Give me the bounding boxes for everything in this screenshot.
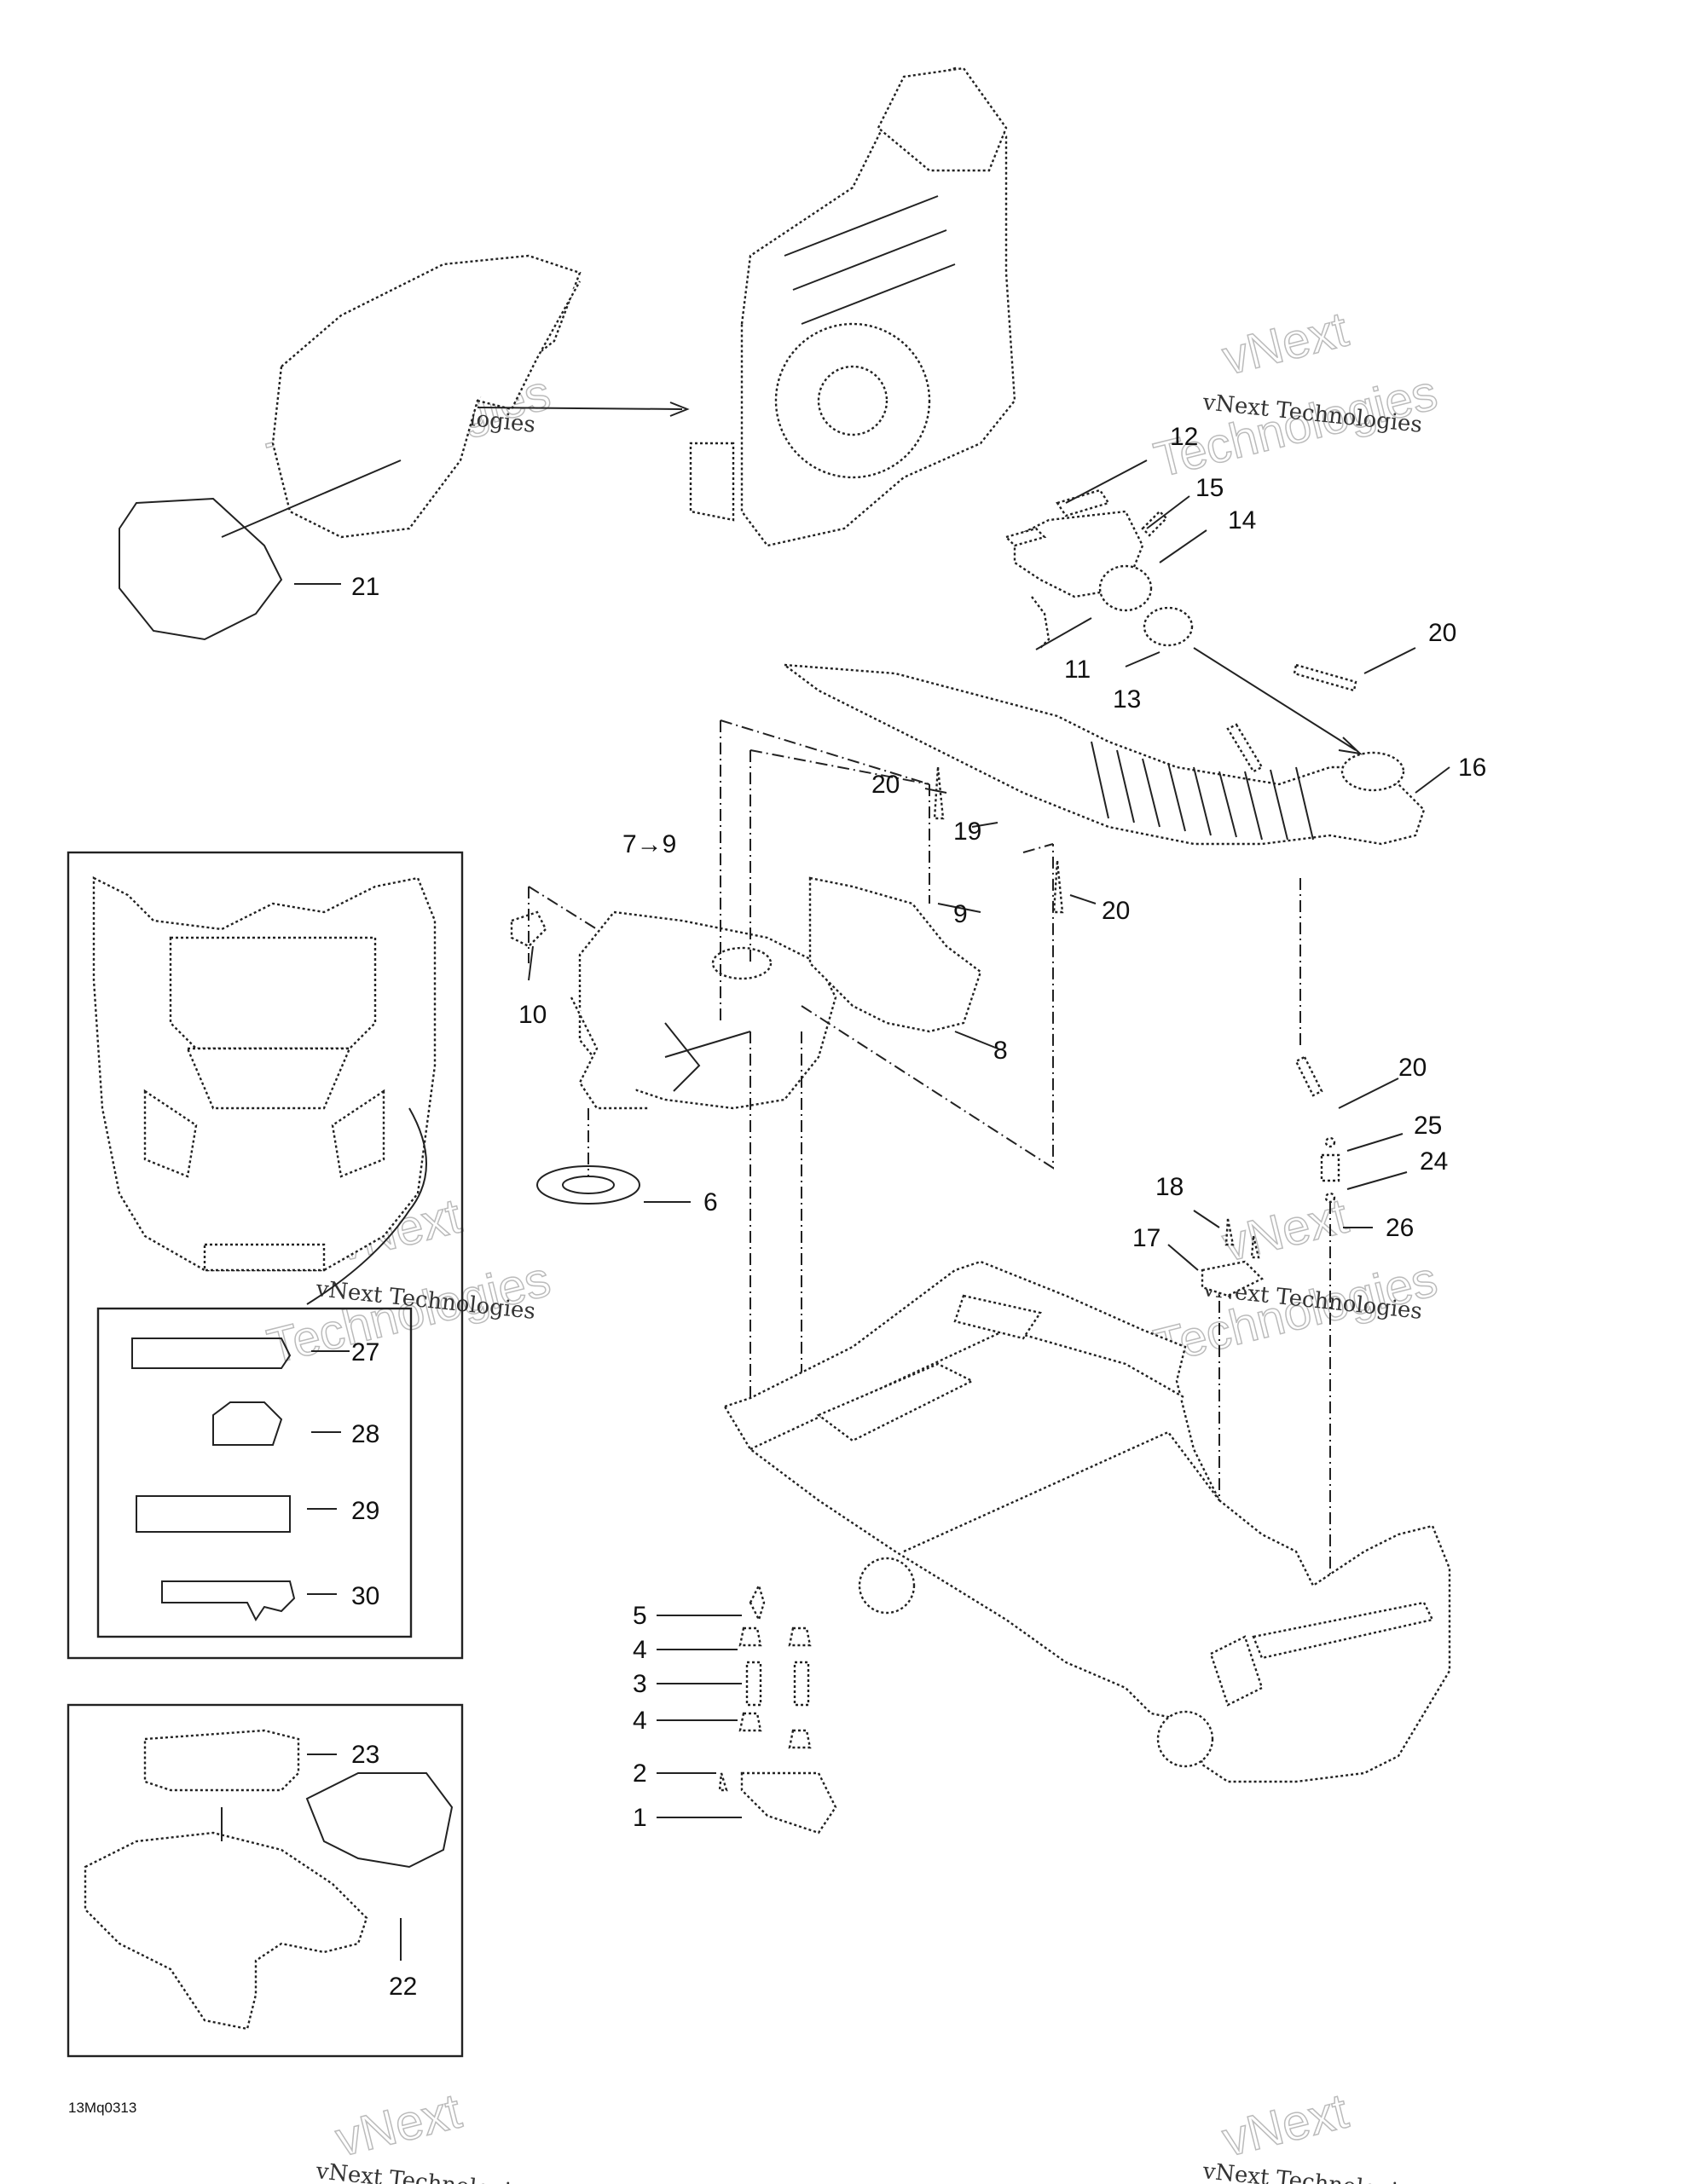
callout-17: 17 [1132,1224,1160,1252]
inset-panel-hood [67,851,464,1660]
callout-21: 21 [351,573,379,601]
callout-3: 3 [633,1670,647,1698]
svg-text:vNext Technologies: vNext Technologies [314,2158,536,2184]
callout-8: 8 [993,1037,1008,1065]
callout-19: 19 [953,818,981,846]
callout-4-lower: 4 [633,1707,647,1735]
tuned-pipe-16 [780,663,1426,846]
callout-22: 22 [389,1973,417,2001]
callout-26: 26 [1386,1214,1414,1242]
exhaust-manifold-assembly [1004,488,1194,649]
callout-10: 10 [518,1001,547,1029]
callout-27: 27 [351,1338,379,1366]
callout-20-lower: 20 [1398,1054,1427,1082]
fasteners-24-25-26 [1320,1136,1340,1204]
callout-9: 9 [953,900,968,928]
inset-panel-bellypan [67,1703,464,2058]
callout-leaders [221,459,1450,1961]
callout-24: 24 [1420,1147,1448,1176]
watermark-bottom-left: vNext vNext Technologies [314,2083,536,2184]
callout-20-top-right: 20 [1428,619,1456,647]
heat-shield-8 [808,876,982,1033]
callout-11: 11 [1064,656,1091,684]
callout-5: 5 [633,1602,647,1630]
callout-23: 23 [351,1741,379,1769]
hood-illustration [92,876,437,1305]
callout-4-upper: 4 [633,1636,647,1664]
leader-21-to-guard [221,459,402,538]
callout-25: 25 [1414,1112,1442,1140]
svg-text:vNext Technologies: vNext Technologies [1201,2158,1423,2184]
callout-2: 2 [633,1759,647,1788]
heat-shield-21 [119,497,283,641]
callout-12: 12 [1170,423,1198,451]
svg-text:vNext: vNext [330,2083,466,2168]
callout-28: 28 [351,1420,379,1448]
decals-27-30 [131,1338,296,1621]
svg-text:vNext: vNext [1217,2083,1353,2168]
callout-6: 6 [703,1188,718,1216]
callout-30: 30 [351,1582,379,1610]
figure-code: 13Mq0313 [68,2100,136,2116]
rubber-mount-10 [510,910,547,948]
callout-15: 15 [1195,474,1224,502]
inset-subpanel-decals [96,1307,413,1638]
callout-16: 16 [1458,754,1486,782]
arrow-13-to-pipe [1193,647,1363,755]
chassis-frame [723,1260,1451,1783]
callout-14: 14 [1228,506,1256,534]
bellypan-illustration [84,1729,454,2031]
callout-13: 13 [1113,685,1141,714]
svg-text:vNext: vNext [1217,302,1353,386]
engine-illustration [689,66,1016,547]
callout-1: 1 [633,1804,647,1832]
watermark-bottom-right: vNext vNext Technologies [1201,2083,1423,2184]
screws-18 [1224,1218,1260,1259]
belt-guard-illustration [271,254,582,539]
callout-20-mid: 20 [871,771,900,799]
arrow-guard-to-engine [477,402,690,417]
callout-7-9: 7→9 [622,830,676,858]
callout-labels: 1 2 3 4 4 5 6 7→9 8 9 10 11 12 13 14 15 … [351,423,1486,2001]
exhaust-springs-20 [933,663,1357,1097]
grommet-6 [535,1165,641,1205]
callout-18: 18 [1155,1173,1184,1201]
callout-29: 29 [351,1497,379,1525]
callout-20-right: 20 [1102,897,1130,925]
engine-mount-assembly [718,1582,837,1834]
watermark-top-right: vNext Technologies vNext Technologies [1149,301,1444,488]
silencer-7 [570,910,837,1110]
bracket-17 [1201,1260,1265,1297]
